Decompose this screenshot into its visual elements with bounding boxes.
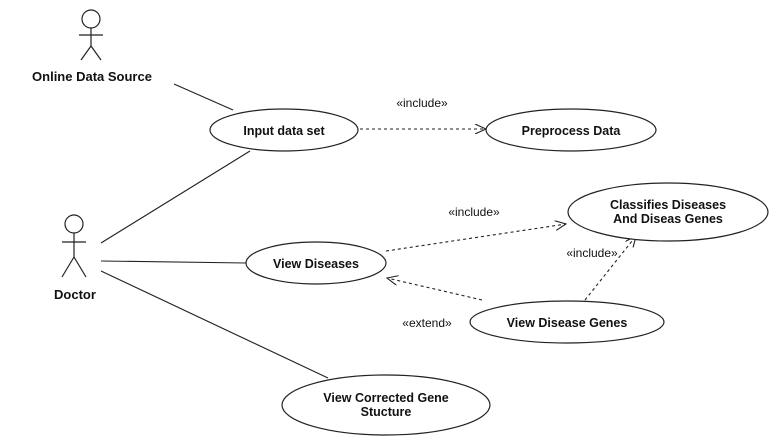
extend-arrow-genes-view: [387, 278, 483, 301]
use-case-label: Input data set: [243, 124, 325, 138]
include-arrow-genes-classifies: [584, 236, 636, 301]
use-case-label: Classifies Diseases: [610, 198, 726, 212]
actor-head-icon: [64, 214, 84, 234]
association-doctor-input: [100, 150, 251, 244]
use-case-view-corrected-gene-structure[interactable]: View Corrected Gene Stucture: [281, 374, 491, 436]
association-doctor-view-corrected: [100, 270, 329, 379]
include-label: «include»: [566, 246, 618, 260]
use-case-view-disease-genes[interactable]: View Disease Genes: [469, 300, 665, 344]
actor-doctor[interactable]: Doctor: [54, 214, 96, 302]
use-case-label: Preprocess Data: [522, 124, 622, 138]
use-case-view-diseases[interactable]: View Diseases: [245, 241, 387, 285]
use-case-label: And Diseas Genes: [613, 212, 723, 226]
actor-head-icon: [81, 9, 101, 29]
actor-online-data-source[interactable]: Online Data Source: [32, 9, 152, 84]
association-source-input: [173, 83, 234, 111]
association-doctor-view-diseases: [100, 260, 247, 264]
extend-label: «extend»: [402, 316, 452, 330]
use-case-classifies-diseases[interactable]: Classifies Diseases And Diseas Genes: [567, 182, 769, 242]
actor-label-doctor: Doctor: [54, 287, 96, 302]
actor-label-online-data-source: Online Data Source: [32, 69, 152, 84]
use-case-input-data-set[interactable]: Input data set: [209, 108, 359, 152]
use-case-label: Stucture: [361, 405, 412, 419]
use-case-label: View Diseases: [273, 257, 359, 271]
include-label: «include»: [396, 96, 448, 110]
use-case-label: View Corrected Gene: [323, 391, 449, 405]
use-case-preprocess-data[interactable]: Preprocess Data: [485, 108, 657, 152]
include-arrow-view-classifies: [385, 224, 566, 252]
include-label: «include»: [448, 205, 500, 219]
use-case-label: View Disease Genes: [507, 316, 628, 330]
